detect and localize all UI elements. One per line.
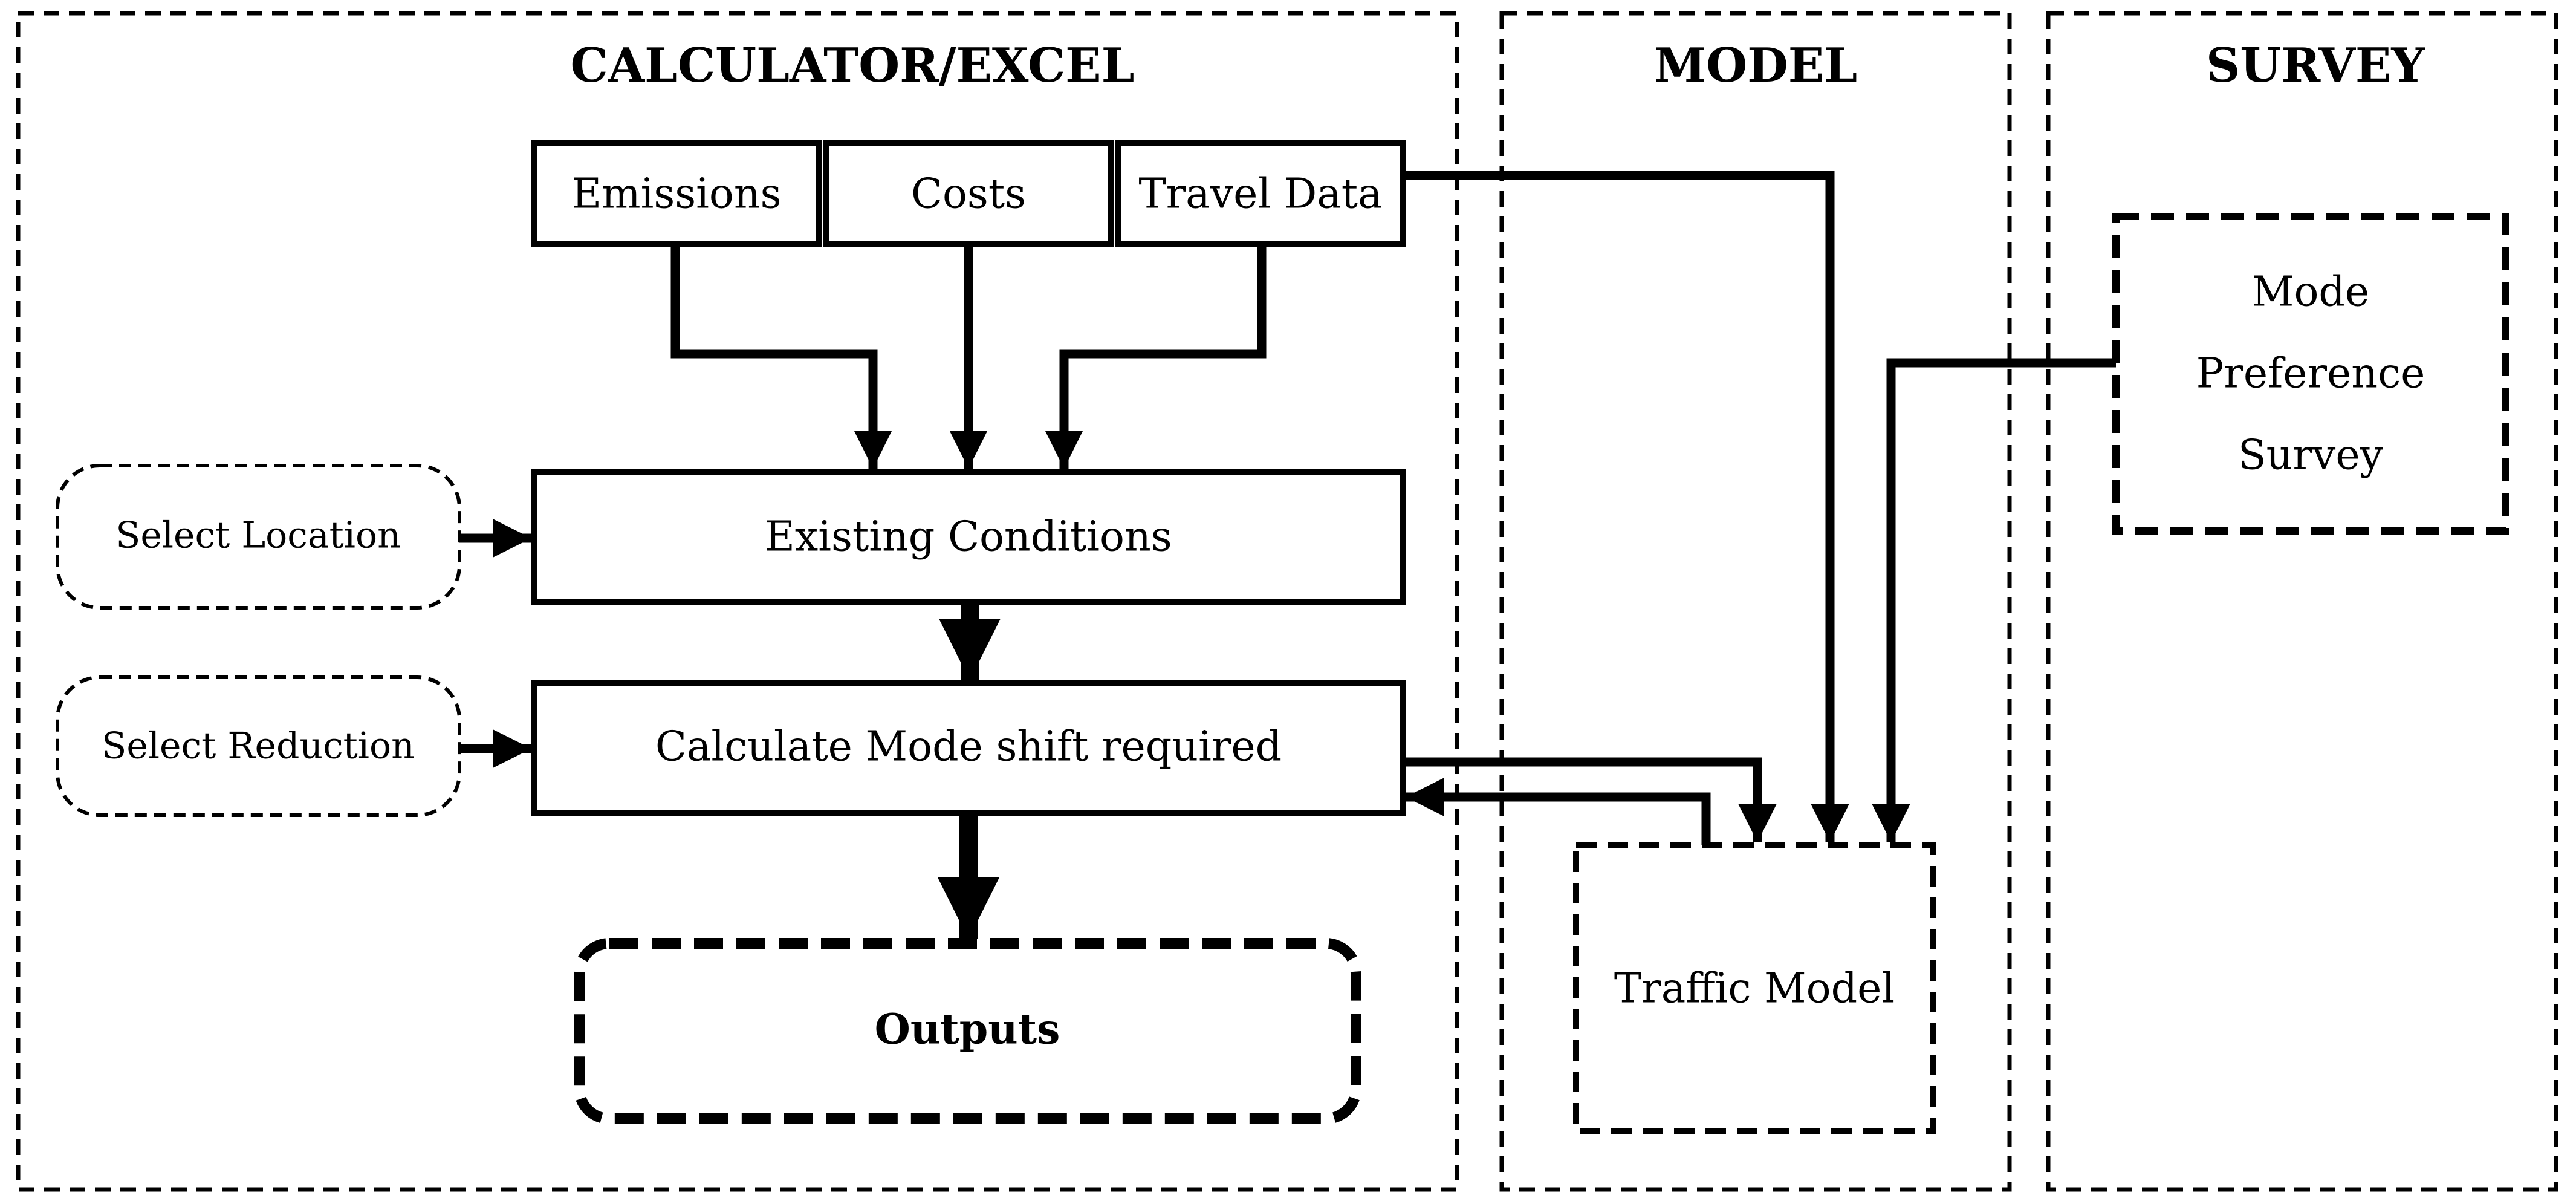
outputs-label: Outputs [875,1006,1060,1054]
mode-preference-survey-box-border [2112,213,2509,535]
survey-line-2: Preference [2196,350,2425,398]
emissions-box: Emissions [531,140,822,247]
model-panel-border [1499,11,2012,1192]
travel-data-label: Travel Data [1138,171,1382,218]
costs-box: Costs [823,140,1114,247]
calculate-mode-shift-box-border [531,680,1406,816]
calculate-mode-shift-box: Calculate Mode shift required [531,680,1406,816]
calculator-panel: CALCULATOR/EXCEL [16,11,1459,1192]
model-panel: MODEL [1499,11,2012,1192]
survey-panel-title: SURVEY [2206,38,2425,93]
survey-line-1: Mode [2252,268,2369,316]
connectors [459,171,2116,939]
travel-data-box: Travel Data [1115,140,1406,247]
emissions-label: Emissions [571,171,781,218]
travel-data-to-traffic-model-arrow [1403,171,1849,842]
survey-panel: SURVEY [2046,11,2558,1192]
calculator-panel-border [16,11,1459,1192]
survey-panel-border [2046,11,2558,1192]
select-location-box: Select Location [56,464,461,610]
calculate-to-traffic-model-arrow [1403,757,1777,842]
outputs-box-border [574,938,1361,1124]
traffic-model-to-calculate-arrow [1406,778,1711,845]
calculate-mode-shift-label: Calculate Mode shift required [655,723,1282,771]
survey-to-traffic-model-arrow [1872,358,2116,842]
existing-conditions-box-border [531,469,1406,605]
traffic-model-box-border [1573,842,1936,1134]
survey-line-3: Survey [2238,432,2384,480]
select-reduction-label: Select Reduction [102,725,415,767]
select-reduction-box: Select Reduction [56,675,461,817]
mode-preference-survey-box: Mode Preference Survey [2112,213,2509,535]
travel-data-box-border [1115,140,1406,247]
costs-label: Costs [911,171,1026,218]
traffic-model-box: Traffic Model [1573,842,1936,1134]
emissions-box-border [531,140,822,247]
select-location-label: Select Location [115,515,401,557]
existing-conditions-box: Existing Conditions [531,469,1406,605]
travel-data-to-existing-arrow [1045,244,1267,469]
calculator-panel-title: CALCULATOR/EXCEL [571,38,1135,93]
traffic-model-label: Traffic Model [1614,965,1895,1013]
model-panel-title: MODEL [1654,38,1857,93]
existing-conditions-label: Existing Conditions [765,513,1172,561]
emissions-to-existing-arrow [670,244,892,469]
outputs-box: Outputs [574,938,1361,1124]
